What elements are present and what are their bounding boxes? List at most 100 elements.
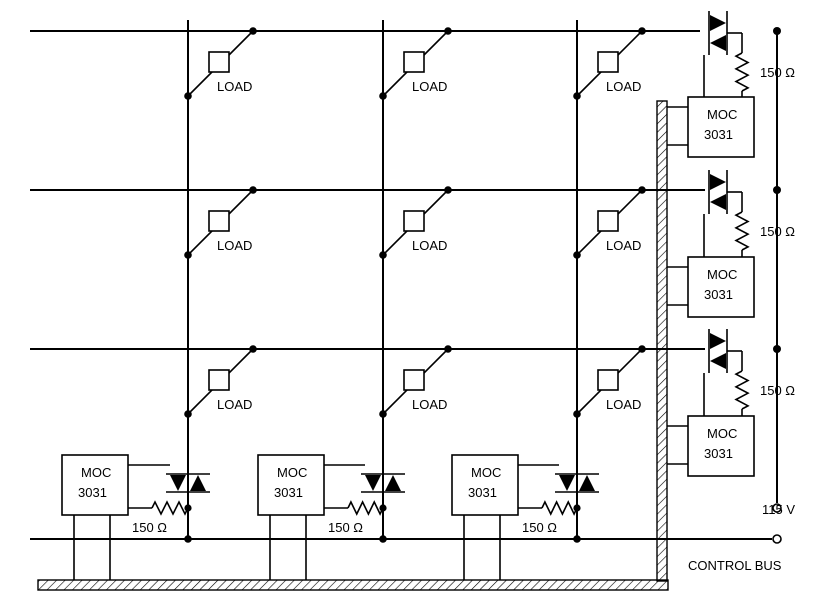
load-bottom-dot xyxy=(573,92,581,100)
load-cell-r3-c2: LOAD xyxy=(382,348,449,415)
text-group: 115 V CONTROL BUS xyxy=(688,502,795,573)
load-cell-r1-c3: LOAD xyxy=(576,30,643,97)
column-bottom-dot xyxy=(573,535,581,543)
triac-triangle-a xyxy=(710,15,726,31)
moc-part-number: 3031 xyxy=(704,446,733,461)
driver-dot xyxy=(379,504,387,512)
load-symbol xyxy=(208,210,230,232)
control-bus-vertical xyxy=(656,100,668,582)
driver-dot xyxy=(184,504,192,512)
moc-part-number: 3031 xyxy=(704,287,733,302)
load-top-dot xyxy=(444,186,452,194)
row-driver-3: MOC 3031 150 Ω xyxy=(667,329,795,477)
moc-label: MOC xyxy=(707,426,737,441)
load-bottom-dot xyxy=(573,410,581,418)
row-right-dot xyxy=(773,186,781,194)
load-cell-r3-c1: LOAD xyxy=(187,348,254,415)
triac-triangle-b xyxy=(190,475,206,491)
triac-triangle-b xyxy=(579,475,595,491)
wires-group xyxy=(30,20,778,540)
triac-triangle-b xyxy=(710,194,726,210)
load-symbol xyxy=(208,369,230,391)
load-label: LOAD xyxy=(412,397,447,412)
moc3031-optocoupler xyxy=(451,454,519,516)
load-top-dot xyxy=(249,186,257,194)
column-driver-2: MOC 3031 150 Ω xyxy=(257,454,405,580)
row-right-dot xyxy=(773,27,781,35)
moc3031-optocoupler xyxy=(687,96,755,158)
moc-label: MOC xyxy=(707,107,737,122)
triac-triangle-a xyxy=(365,475,381,491)
triac-triangle-a xyxy=(710,333,726,349)
resistor-zigzag xyxy=(151,500,189,516)
load-label: LOAD xyxy=(606,79,641,94)
load-cell-r2-c1: LOAD xyxy=(187,189,254,256)
load-bottom-dot xyxy=(379,410,387,418)
load-symbol xyxy=(403,51,425,73)
moc-label: MOC xyxy=(471,465,501,480)
moc3031-optocoupler xyxy=(687,415,755,477)
resistor-label: 150 Ω xyxy=(760,383,795,398)
control-bus-group xyxy=(37,100,669,591)
load-top-dot xyxy=(638,27,646,35)
control-bus-terminal xyxy=(772,534,782,544)
moc-part-number: 3031 xyxy=(704,127,733,142)
load-symbol xyxy=(403,210,425,232)
control-bus-horizontal xyxy=(37,579,669,591)
resistor-zigzag xyxy=(541,500,578,516)
load-bottom-dot xyxy=(184,92,192,100)
triac-triangle-a xyxy=(170,475,186,491)
load-symbol xyxy=(597,369,619,391)
load-bottom-dot xyxy=(379,92,387,100)
resistor-label: 150 Ω xyxy=(522,520,557,535)
load-top-dot xyxy=(444,345,452,353)
load-label: LOAD xyxy=(412,238,447,253)
resistor-label: 150 Ω xyxy=(328,520,363,535)
resistor-label: 150 Ω xyxy=(760,65,795,80)
load-label: LOAD xyxy=(217,79,252,94)
row-right-dot xyxy=(773,345,781,353)
resistor-label: 150 Ω xyxy=(760,224,795,239)
moc3031-optocoupler xyxy=(687,256,755,318)
resistor-zigzag xyxy=(347,500,384,516)
load-top-dot xyxy=(638,345,646,353)
moc-part-number: 3031 xyxy=(468,485,497,500)
junction-dots-group xyxy=(184,27,782,544)
triac-triangle-b xyxy=(710,35,726,51)
load-symbol xyxy=(597,51,619,73)
load-top-dot xyxy=(249,345,257,353)
loads-group: LOAD LOAD LOAD LOAD LOAD LOAD LOAD LOAD LOAD xyxy=(187,30,643,415)
load-label: LOAD xyxy=(606,238,641,253)
column-bottom-dot xyxy=(379,535,387,543)
load-symbol xyxy=(597,210,619,232)
triac-triangle-a xyxy=(710,174,726,190)
load-cell-r2-c2: LOAD xyxy=(382,189,449,256)
resistor-zigzag xyxy=(734,370,750,410)
moc-part-number: 3031 xyxy=(274,485,303,500)
load-cell-r1-c1: LOAD xyxy=(187,30,254,97)
load-label: LOAD xyxy=(217,238,252,253)
load-cell-r1-c2: LOAD xyxy=(382,30,449,97)
triac-triangle-a xyxy=(559,475,575,491)
load-top-dot xyxy=(444,27,452,35)
load-label: LOAD xyxy=(412,79,447,94)
load-bottom-dot xyxy=(573,251,581,259)
load-bottom-dot xyxy=(379,251,387,259)
driver-dot xyxy=(573,504,581,512)
moc-part-number: 3031 xyxy=(78,485,107,500)
column-driver-3: MOC 3031 150 Ω xyxy=(451,454,599,580)
load-label: LOAD xyxy=(606,397,641,412)
moc-label: MOC xyxy=(277,465,307,480)
resistor-zigzag xyxy=(734,52,750,92)
load-top-dot xyxy=(249,27,257,35)
load-symbol xyxy=(403,369,425,391)
load-bottom-dot xyxy=(184,410,192,418)
resistor-label: 150 Ω xyxy=(132,520,167,535)
resistor-zigzag xyxy=(734,211,750,251)
load-top-dot xyxy=(638,186,646,194)
